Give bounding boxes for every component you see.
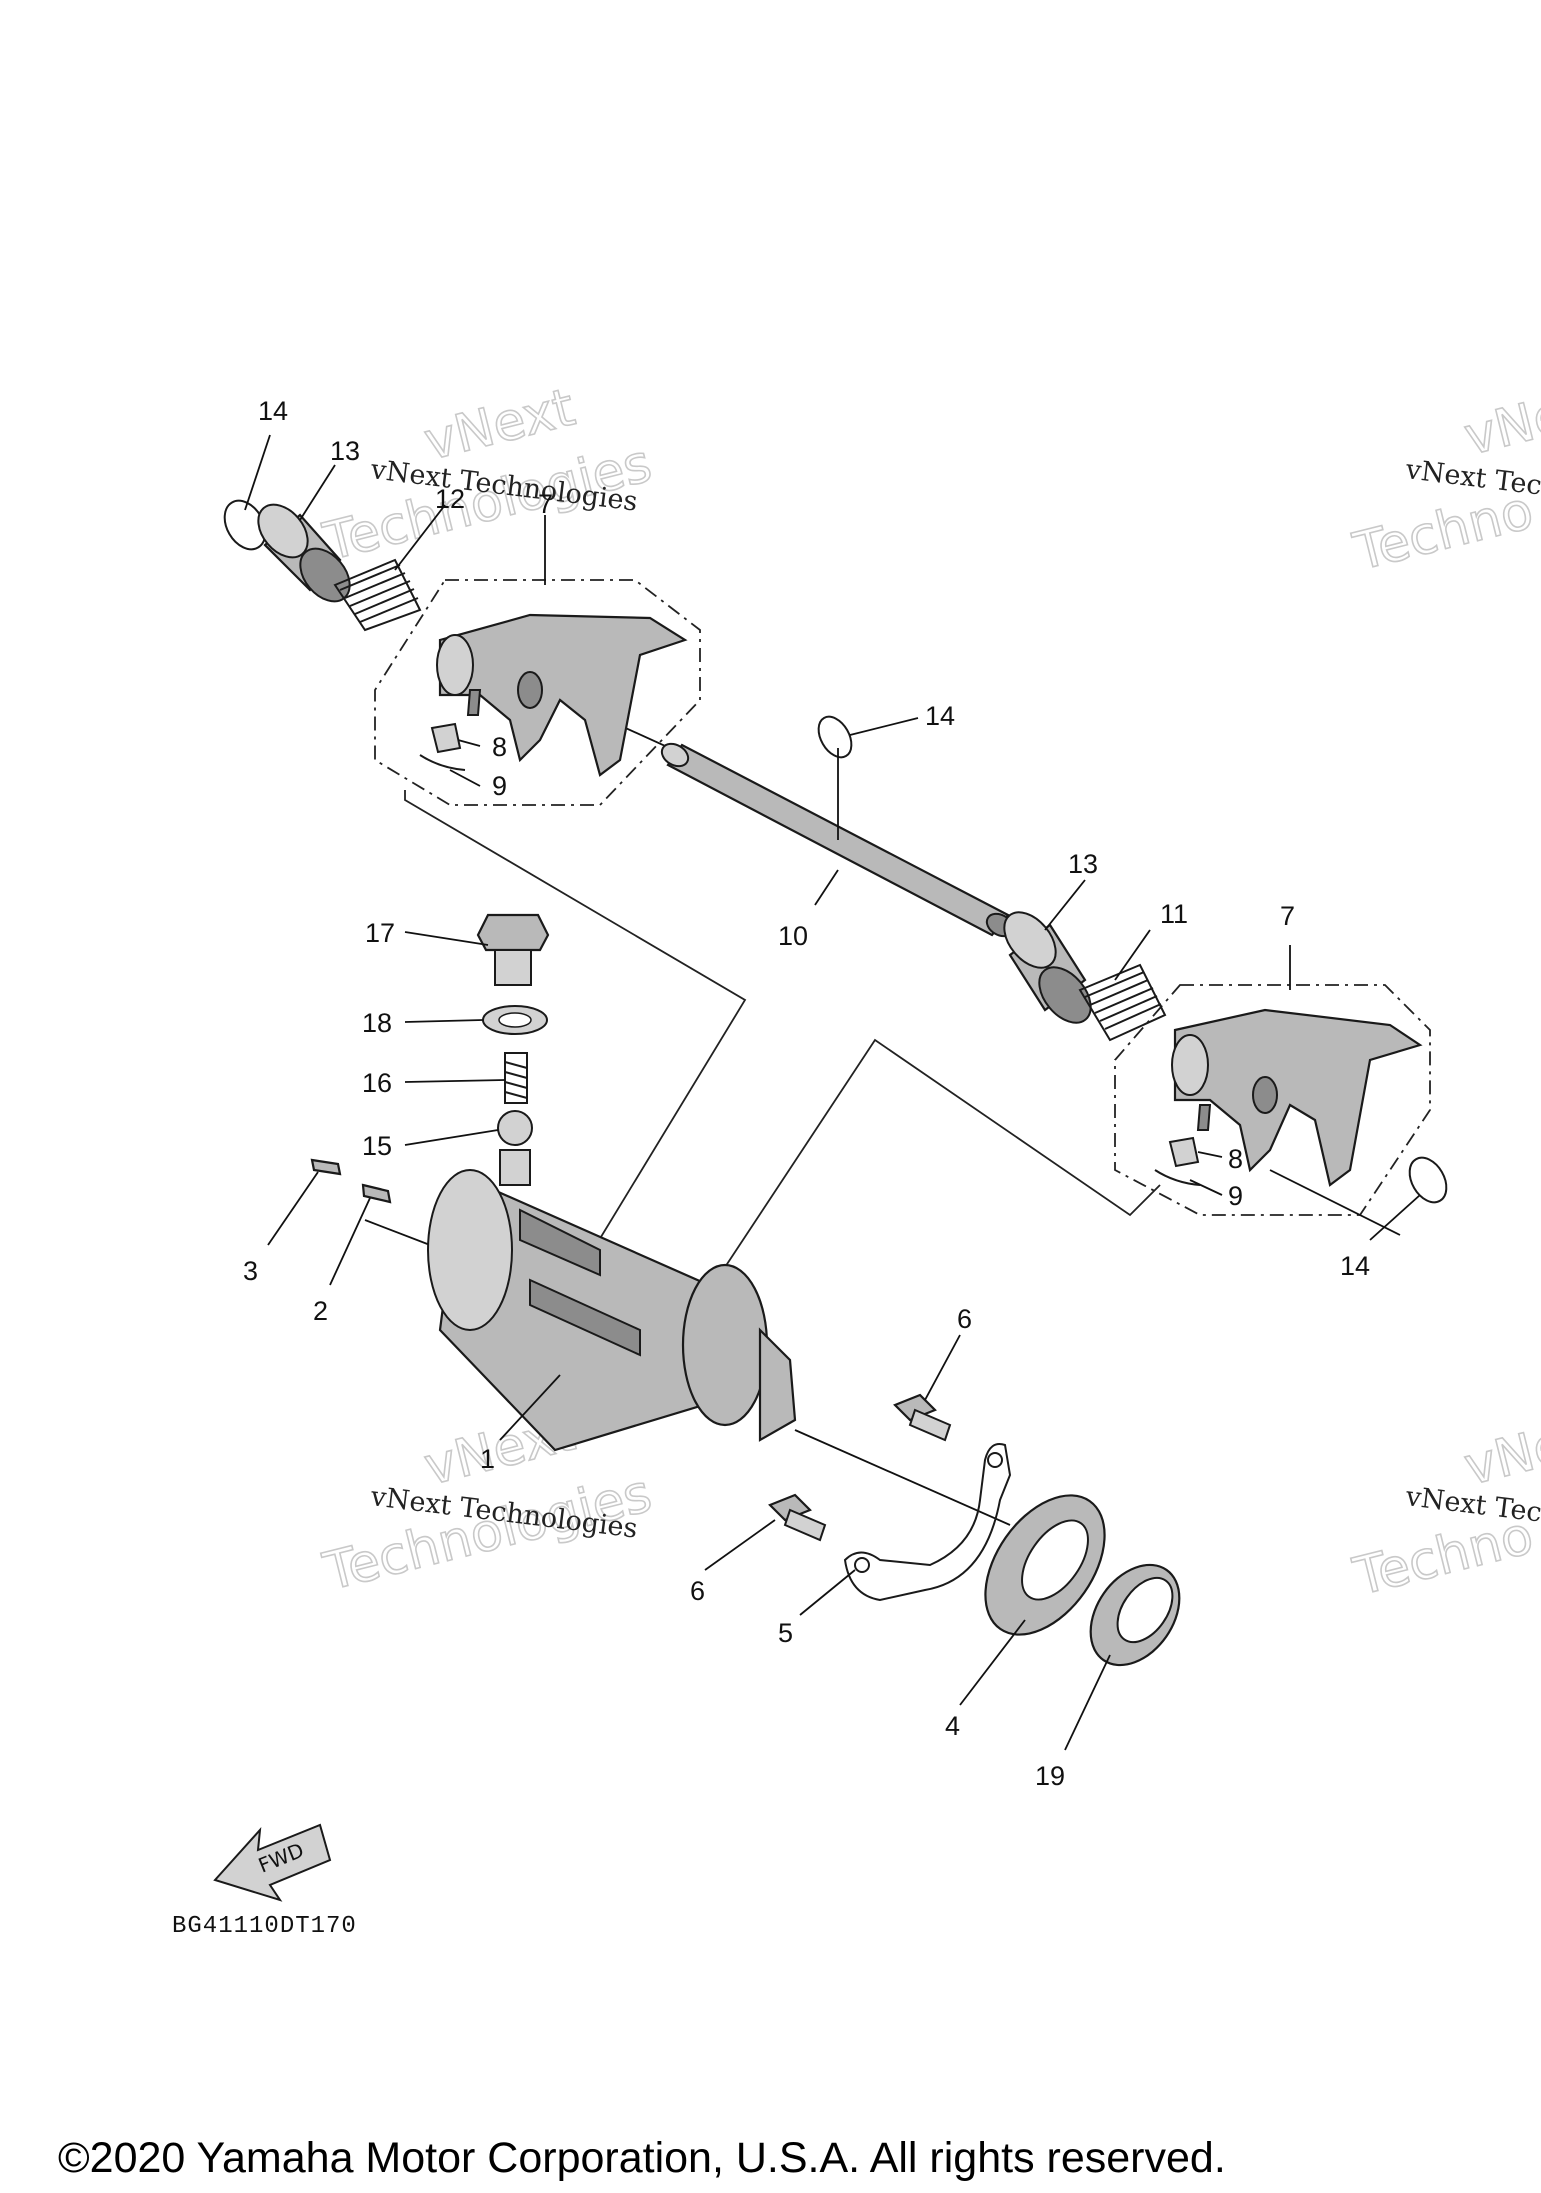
callout-7: 7: [538, 489, 553, 519]
callout-10: 10: [778, 921, 808, 951]
part-bolt-lower: [768, 1493, 827, 1542]
callout-13: 13: [330, 436, 360, 466]
callout-3: 3: [243, 1256, 258, 1286]
svg-text:vNe: vNe: [1459, 385, 1541, 468]
callout-4: 4: [945, 1711, 960, 1741]
part-shift-fork-lower: [1171, 1008, 1423, 1187]
watermark-bottom-right: vNe Techno vNext Tec: [1347, 1414, 1541, 1609]
part-shift-drum: [427, 1149, 797, 1452]
forward-direction-arrow: FWD: [213, 1823, 332, 1902]
part-clip-lower: [1154, 1169, 1201, 1186]
callout-14: 14: [925, 701, 955, 731]
part-guide-roller-upper: [430, 722, 462, 754]
watermark-top-right: vNe Techno vNext Tec: [1347, 384, 1541, 584]
part-washer: [482, 1005, 548, 1035]
connector-drum-to-upper-fork: [404, 790, 747, 1256]
part-plug-bolt: [476, 913, 550, 986]
callout-2: 2: [313, 1296, 328, 1326]
part-circlip-lower-right: [1408, 1156, 1448, 1204]
callout-19: 19: [1035, 1761, 1065, 1791]
callout-14: 14: [1340, 1251, 1370, 1281]
callout-9: 9: [1228, 1181, 1243, 1211]
svg-text:vNe: vNe: [1459, 1415, 1541, 1498]
part-collar-middle: [1003, 911, 1092, 1024]
callout-13: 13: [1068, 849, 1098, 879]
part-bearing: [984, 1494, 1106, 1636]
axis-drum-left: [364, 1219, 431, 1246]
callout-16: 16: [362, 1068, 392, 1098]
part-seal: [1089, 1563, 1181, 1667]
leader-lines: [244, 434, 1421, 1751]
connector-drum-to-lower-fork: [699, 1038, 1161, 1306]
callout-8: 8: [1228, 1144, 1243, 1174]
part-pin-3: [310, 1158, 342, 1176]
callout-labels: 14 13 12 7 8 9 14 10 13 11 7 17 18 16 15…: [243, 396, 1370, 1791]
part-spring-middle: [1078, 963, 1167, 1042]
part-collar-upper-left: [257, 503, 351, 603]
callout-11: 11: [1160, 899, 1188, 929]
part-clip-upper: [419, 754, 466, 771]
part-pin-2: [361, 1183, 392, 1204]
callout-8: 8: [492, 732, 507, 762]
axis-drum-right: [794, 1429, 1011, 1526]
callout-6: 6: [690, 1576, 705, 1606]
callout-7: 7: [1280, 901, 1295, 931]
part-retainer-plate: [843, 1443, 1012, 1602]
callout-9: 9: [492, 771, 507, 801]
watermark-top-left: vNext Technologies vNext Technologies: [317, 377, 658, 574]
copyright-notice: ©2020 Yamaha Motor Corporation, U.S.A. A…: [58, 2134, 1226, 2182]
drawing-code: BG41110DT170: [172, 1913, 357, 1940]
callout-1: 1: [480, 1444, 495, 1474]
part-guide-roller-lower: [1168, 1136, 1200, 1168]
callout-5: 5: [778, 1618, 793, 1648]
part-bolt-upper: [893, 1393, 952, 1442]
part-detent-spring: [504, 1052, 528, 1104]
part-shift-fork-upper: [436, 613, 688, 777]
callout-12: 12: [435, 484, 465, 514]
callout-15: 15: [362, 1131, 392, 1161]
part-ball: [497, 1110, 533, 1146]
callout-6: 6: [957, 1304, 972, 1334]
part-circlip-middle: [817, 715, 853, 759]
axis-lower-fork: [1269, 1169, 1401, 1236]
callout-18: 18: [362, 1008, 392, 1038]
part-spring-upper-left: [333, 558, 422, 632]
callout-17: 17: [365, 918, 395, 948]
callout-14: 14: [258, 396, 288, 426]
